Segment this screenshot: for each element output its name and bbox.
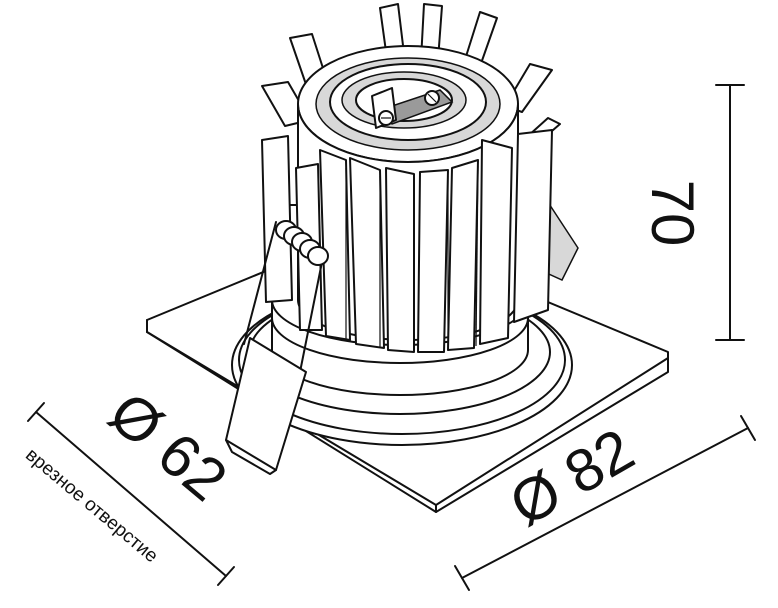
spring-clip: [225, 220, 329, 475]
cutout-diameter-label: Ø 62: [97, 379, 240, 514]
height-dimension-label: 70: [639, 180, 706, 247]
height-dimension: 70: [639, 84, 745, 341]
inner-clip-bracket: [371, 87, 454, 129]
cutout-dimension: Ø 62 врезное отверстие: [21, 379, 240, 586]
